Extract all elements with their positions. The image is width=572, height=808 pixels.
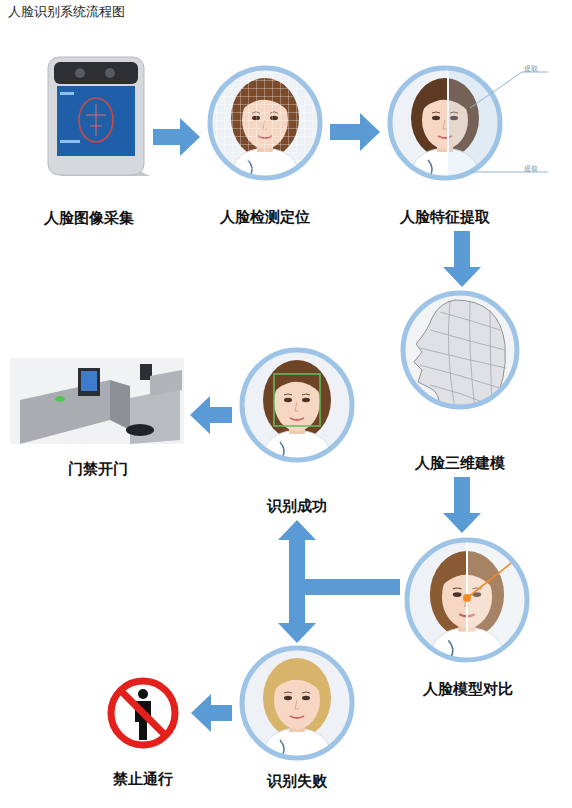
arrow-head bbox=[443, 513, 481, 533]
flow-arrow bbox=[330, 113, 380, 151]
arrow-shaft bbox=[153, 129, 181, 145]
callout-label: 提取 bbox=[524, 64, 538, 74]
arrow-shaft bbox=[454, 231, 470, 268]
arrow-shaft bbox=[209, 407, 232, 423]
step-node: 禁止通行 bbox=[100, 676, 186, 788]
arrow-shaft bbox=[454, 477, 470, 514]
arrow-shaft bbox=[210, 705, 232, 721]
arrow-head bbox=[278, 623, 316, 643]
step-node: 人脸特征提取 bbox=[385, 66, 505, 226]
flow-arrow bbox=[278, 587, 400, 643]
step-node: 人脸模型对比 bbox=[400, 538, 535, 698]
step-node: 识别成功 bbox=[237, 350, 357, 515]
step-caption: 人脸模型对比 bbox=[380, 680, 555, 698]
step-node: 人脸三维建模 bbox=[395, 292, 525, 472]
callout-label: 提取 bbox=[524, 164, 538, 174]
flow-arrow bbox=[278, 520, 400, 587]
arrow-shaft bbox=[330, 124, 361, 140]
arrow-shaft bbox=[297, 587, 400, 624]
step-caption: 识别失败 bbox=[217, 772, 377, 790]
arrow-head bbox=[180, 118, 200, 156]
step-node: 门禁开门 bbox=[10, 356, 185, 478]
flow-arrow bbox=[191, 694, 232, 732]
step-caption: 识别成功 bbox=[217, 497, 377, 515]
flow-arrow bbox=[443, 231, 481, 287]
flow-arrow bbox=[153, 118, 200, 156]
diagram-title: 人脸识别系统流程图 bbox=[8, 3, 125, 21]
step-caption: 人脸特征提取 bbox=[365, 208, 525, 226]
arrow-head bbox=[360, 113, 380, 151]
step-node: 人脸图像采集 bbox=[30, 52, 148, 227]
flow-arrow bbox=[190, 396, 232, 434]
arrow-head bbox=[191, 694, 211, 732]
arrow-head bbox=[190, 396, 210, 434]
step-caption: 人脸三维建模 bbox=[375, 454, 545, 472]
arrow-head bbox=[278, 520, 316, 540]
step-caption: 人脸检测定位 bbox=[185, 208, 345, 226]
step-node: 人脸检测定位 bbox=[205, 66, 325, 226]
step-caption: 人脸图像采集 bbox=[10, 209, 168, 227]
arrow-head bbox=[443, 267, 481, 287]
step-caption: 门禁开门 bbox=[0, 460, 205, 478]
step-node: 识别失败 bbox=[237, 648, 357, 790]
flow-arrow bbox=[443, 477, 481, 533]
arrow-shaft bbox=[297, 539, 400, 587]
step-caption: 禁止通行 bbox=[80, 770, 206, 788]
